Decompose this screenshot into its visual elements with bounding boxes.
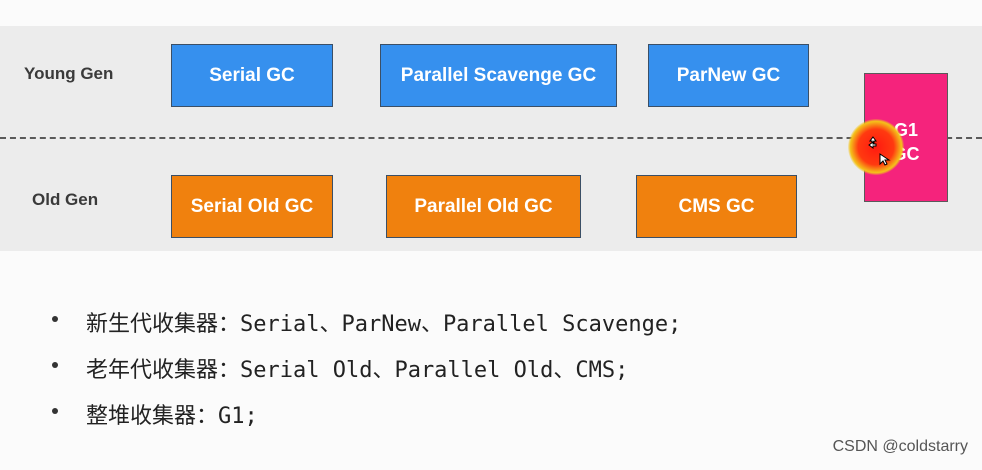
serial-gc-box: Serial GC (171, 44, 333, 107)
bullet-text: 新生代收集器：Serial、ParNew、Parallel Scavenge; (86, 312, 682, 337)
move-cursor-icon (868, 136, 891, 166)
collector-list: 新生代收集器：Serial、ParNew、Parallel Scavenge; … (46, 306, 681, 444)
cms-gc-box: CMS GC (636, 175, 797, 238)
bullet-dot-icon (52, 362, 58, 368)
serial-old-gc-box: Serial Old GC (171, 175, 333, 238)
cursor-highlight (848, 119, 904, 175)
bullet-dot-icon (52, 316, 58, 322)
young-gen-label: Young Gen (24, 64, 114, 83)
bullet-text: 整堆收集器：G1; (86, 404, 258, 429)
generation-divider (0, 137, 982, 139)
bullet-dot-icon (52, 408, 58, 414)
bullet-text: 老年代收集器：Serial Old、Parallel Old、CMS; (86, 358, 629, 383)
list-item: 新生代收集器：Serial、ParNew、Parallel Scavenge; (46, 306, 681, 352)
old-gen-label: Old Gen (32, 190, 99, 209)
list-item: 整堆收集器：G1; (46, 398, 681, 444)
parallel-old-gc-box: Parallel Old GC (386, 175, 581, 238)
parnew-gc-box: ParNew GC (648, 44, 809, 107)
parallel-scavenge-gc-box: Parallel Scavenge GC (380, 44, 617, 107)
watermark: CSDN @coldstarry (832, 438, 968, 455)
list-item: 老年代收集器：Serial Old、Parallel Old、CMS; (46, 352, 681, 398)
